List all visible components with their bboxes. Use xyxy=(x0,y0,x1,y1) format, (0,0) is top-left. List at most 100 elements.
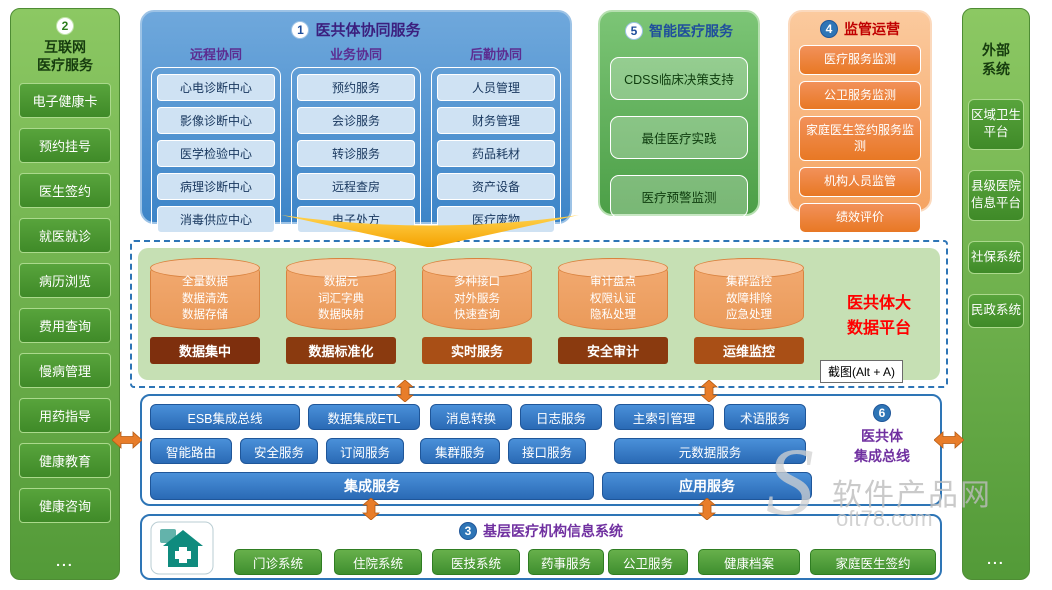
collab-column-header: 远程协同 xyxy=(189,47,242,62)
panel-title-line1: 互联网 xyxy=(44,39,86,55)
collab-node: 资产设备 xyxy=(437,173,555,200)
external-system-item: 民政系统 xyxy=(968,294,1024,328)
bus-title: 6 医共体 集成总线 xyxy=(832,404,932,467)
platform-group-data-centralization: 全量数据 数据清洗 数据存储 数据集中 xyxy=(150,258,260,364)
platform-title: 医共体大 数据平台 xyxy=(830,292,928,342)
bus-node-application-service: 应用服务 xyxy=(602,472,812,500)
database-cylinder-icon: 数据元 词汇字典 数据映射 xyxy=(286,258,396,330)
regulation-node: 公卫服务监测 xyxy=(799,80,921,111)
cyl-line: 隐私处理 xyxy=(590,309,636,322)
platform-group-security-audit: 审计盘点 权限认证 隐私处理 安全审计 xyxy=(558,258,668,364)
panel-external-systems: 外部 系统 区域卫生平台 县级医院信息平台 社保系统 民政系统 ... xyxy=(962,8,1030,580)
sidebar-item: 就医就诊 xyxy=(19,218,111,254)
sidebar-item: 慢病管理 xyxy=(19,353,111,389)
cyl-line: 对外服务 xyxy=(454,292,500,305)
collab-column-logistics: 后勤协同 人员管理 财务管理 药品耗材 资产设备 医疗废物 xyxy=(431,43,561,240)
panel-internet-medical-services: 2 互联网 医疗服务 电子健康卡 预约挂号 医生签约 就医就诊 病历浏览 费用查… xyxy=(10,8,120,580)
bus-node: 数据集成ETL xyxy=(308,404,420,430)
collab-node: 转诊服务 xyxy=(297,140,415,167)
bus-title-line1: 医共体 xyxy=(861,428,903,444)
platform-group-label: 数据标准化 xyxy=(286,337,396,364)
cyl-line: 快速查询 xyxy=(454,309,500,322)
cyl-line: 审计盘点 xyxy=(590,275,636,288)
badge-4: 4 xyxy=(820,20,838,38)
primary-title-row: 3 基层医疗机构信息系统 xyxy=(142,521,940,541)
platform-group-realtime-service: 多种接口 对外服务 快速查询 实时服务 xyxy=(422,258,532,364)
bus-node: 消息转换 xyxy=(430,404,512,430)
smart-title-row: 5 智能医疗服务 xyxy=(610,21,748,41)
external-system-item: 县级医院信息平台 xyxy=(968,169,1024,221)
badge-1: 1 xyxy=(291,20,310,39)
regulation-title-row: 4 监管运营 xyxy=(799,19,921,39)
collab-node: 会诊服务 xyxy=(297,107,415,134)
smart-node: 医疗预警监测 xyxy=(610,175,748,218)
panel-regulation-operation: 4 监管运营 医疗服务监测 公卫服务监测 家庭医生签约服务监测 机构人员监管 绩… xyxy=(788,10,932,233)
yellow-flow-arrow xyxy=(281,215,579,247)
bus-node: 日志服务 xyxy=(520,404,602,430)
bus-node: 集群服务 xyxy=(420,438,500,464)
external-systems-title: 外部 系统 xyxy=(982,41,1010,79)
cyl-line: 多种接口 xyxy=(454,275,500,288)
collab-node: 影像诊断中心 xyxy=(157,107,275,134)
screenshot-hotkey-tooltip: 截图(Alt + A) xyxy=(820,360,904,383)
bus-node: 安全服务 xyxy=(240,438,318,464)
bus-title-line2: 集成总线 xyxy=(854,448,910,465)
badge-3: 3 xyxy=(459,522,477,540)
sidebar-item: 电子健康卡 xyxy=(19,83,111,119)
regulation-title: 监管运营 xyxy=(844,21,900,37)
badge-6: 6 xyxy=(873,404,891,422)
primary-node: 医技系统 xyxy=(432,549,520,575)
external-title-line1: 外部 xyxy=(982,42,1010,58)
sidebar-item: 预约挂号 xyxy=(19,128,111,164)
horizontal-double-arrow-icon xyxy=(112,431,142,449)
platform-title-line2: 数据平台 xyxy=(846,319,911,337)
primary-title: 基层医疗机构信息系统 xyxy=(483,523,623,539)
collab-node: 远程查房 xyxy=(297,173,415,200)
collab-node: 人员管理 xyxy=(437,74,555,101)
cyl-line: 数据存储 xyxy=(182,309,228,322)
bus-node: 元数据服务 xyxy=(614,438,806,464)
badge-5: 5 xyxy=(625,22,643,40)
collab-node: 医学检验中心 xyxy=(157,140,275,167)
panel-big-data-platform: 全量数据 数据清洗 数据存储 数据集中 数据元 词汇字典 数据映射 数据标准化 … xyxy=(130,240,948,388)
collab-title: 医共体协同服务 xyxy=(315,22,421,39)
sidebar-more-ellipsis: ... xyxy=(56,553,74,569)
horizontal-double-arrow-icon xyxy=(934,431,964,449)
platform-group-label: 运维监控 xyxy=(694,337,804,364)
collab-node: 消毒供应中心 xyxy=(157,206,275,233)
external-title-line2: 系统 xyxy=(982,60,1010,77)
collab-title-row: 1 医共体协同服务 xyxy=(151,19,561,40)
platform-group-ops-monitoring: 集群监控 故障排除 应急处理 运维监控 xyxy=(694,258,804,364)
primary-node: 门诊系统 xyxy=(234,549,322,575)
platform-title-line1: 医共体大 xyxy=(846,295,911,312)
external-system-item: 区域卫生平台 xyxy=(968,98,1024,150)
sidebar-item: 费用查询 xyxy=(19,308,111,344)
regulation-node: 医疗服务监测 xyxy=(799,45,921,75)
vertical-double-arrow-icon xyxy=(700,380,718,402)
smart-title: 智能医疗服务 xyxy=(649,23,733,39)
cyl-line: 数据清洗 xyxy=(182,292,228,305)
hospital-house-icon xyxy=(150,521,214,575)
bus-node: ESB集成总线 xyxy=(150,404,300,430)
collab-node: 心电诊断中心 xyxy=(157,74,275,101)
panel-title-line2: 医疗服务 xyxy=(37,57,93,74)
cyl-line: 词汇字典 xyxy=(318,292,364,305)
platform-group-label: 实时服务 xyxy=(422,337,532,364)
collab-column-remote: 远程协同 心电诊断中心 影像诊断中心 医学检验中心 病理诊断中心 消毒供应中心 xyxy=(151,43,281,240)
regulation-node: 家庭医生签约服务监测 xyxy=(799,116,921,162)
database-cylinder-icon: 多种接口 对外服务 快速查询 xyxy=(422,258,532,330)
sidebar-item: 用药指导 xyxy=(19,398,111,434)
primary-node: 家庭医生签约 xyxy=(810,549,936,575)
sidebar-item: 健康教育 xyxy=(19,443,111,479)
primary-node: 公卫服务 xyxy=(608,549,688,575)
smart-node: CDSS临床决策支持 xyxy=(610,57,748,100)
panel-title-internet-medical: 互联网 医疗服务 xyxy=(37,38,93,74)
sidebar-item: 病历浏览 xyxy=(19,263,111,299)
bus-node: 订阅服务 xyxy=(326,438,404,464)
cyl-line: 权限认证 xyxy=(590,292,636,305)
database-cylinder-icon: 审计盘点 权限认证 隐私处理 xyxy=(558,258,668,330)
bus-node: 接口服务 xyxy=(508,438,586,464)
vertical-double-arrow-icon xyxy=(698,498,716,520)
collab-column-header: 后勤协同 xyxy=(469,47,522,62)
